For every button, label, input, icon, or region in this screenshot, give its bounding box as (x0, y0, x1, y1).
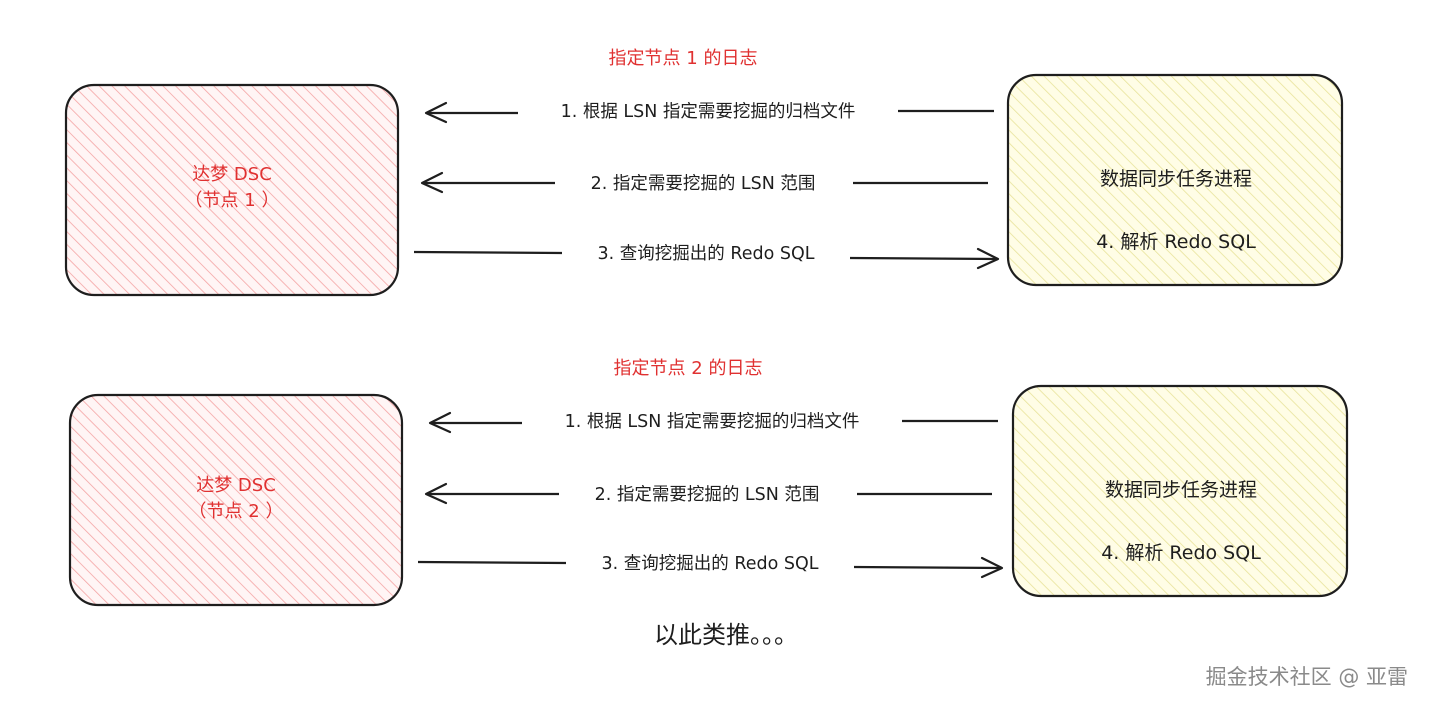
dsc-box: 达梦 DSC （节点 2 ） (68, 393, 404, 607)
group-node-1: 指定节点 1 的日志 达梦 DSC （节点 1 ） 数据同步任务进程 4. 解析… (64, 48, 1344, 297)
arrow-query-redo-sql: 3. 查询挖掘出的 Redo SQL (413, 244, 1000, 270)
group-title: 指定节点 1 的日志 (609, 48, 758, 69)
footer-note: 以此类推。。。 (654, 621, 798, 649)
arrowhead-right-icon (980, 556, 1004, 579)
sync-process-box: 数据同步任务进程 4. 解析 Redo SQL (1006, 73, 1344, 287)
dsc-box: 达梦 DSC （节点 1 ） (64, 83, 400, 297)
arrow-label: 2. 指定需要挖掘的 LSN 范围 (595, 485, 820, 505)
sync-box-shape (1011, 384, 1349, 598)
arrowhead-left-icon (428, 411, 452, 434)
arrow-request-archive-files: 1. 根据 LSN 指定需要挖掘的归档文件 (424, 101, 994, 124)
arrowhead-left-icon (420, 171, 444, 194)
group-node-2: 指定节点 2 的日志 达梦 DSC （节点 2 ） 数据同步任务进程 4. 解析… (68, 358, 1349, 607)
sync-box-title: 数据同步任务进程 (1100, 168, 1252, 190)
arrowhead-left-icon (424, 482, 448, 505)
dsc-box-node: （节点 1 ） (185, 190, 280, 211)
arrow-query-redo-sql: 3. 查询挖掘出的 Redo SQL (417, 554, 1004, 579)
sync-box-title: 数据同步任务进程 (1105, 479, 1257, 501)
dsc-box-name: 达梦 DSC (196, 475, 276, 496)
sync-box-step: 4. 解析 Redo SQL (1096, 231, 1256, 253)
sync-process-box: 数据同步任务进程 4. 解析 Redo SQL (1011, 384, 1349, 598)
dsc-box-node: （节点 2 ） (189, 501, 284, 522)
arrow-label: 2. 指定需要挖掘的 LSN 范围 (591, 174, 816, 194)
arrow-label: 3. 查询挖掘出的 Redo SQL (598, 244, 815, 264)
arrowhead-left-icon (424, 101, 448, 124)
group-title: 指定节点 2 的日志 (614, 358, 763, 379)
arrow-request-lsn-range: 2. 指定需要挖掘的 LSN 范围 (420, 171, 988, 194)
arrow-label: 1. 根据 LSN 指定需要挖掘的归档文件 (561, 102, 856, 122)
arrow-label: 1. 根据 LSN 指定需要挖掘的归档文件 (565, 412, 860, 432)
arrowhead-right-icon (976, 247, 1000, 270)
dsc-box-shape (64, 83, 400, 297)
arrow-label: 3. 查询挖掘出的 Redo SQL (602, 554, 819, 574)
dsc-box-shape (68, 393, 404, 607)
watermark: 掘金技术社区 @ 亚雷 (1206, 665, 1408, 689)
arrow-request-archive-files: 1. 根据 LSN 指定需要挖掘的归档文件 (428, 411, 998, 434)
arrow-request-lsn-range: 2. 指定需要挖掘的 LSN 范围 (424, 482, 992, 505)
sync-box-step: 4. 解析 Redo SQL (1101, 542, 1261, 564)
sync-box-shape (1006, 73, 1344, 287)
dsc-box-name: 达梦 DSC (192, 164, 272, 185)
